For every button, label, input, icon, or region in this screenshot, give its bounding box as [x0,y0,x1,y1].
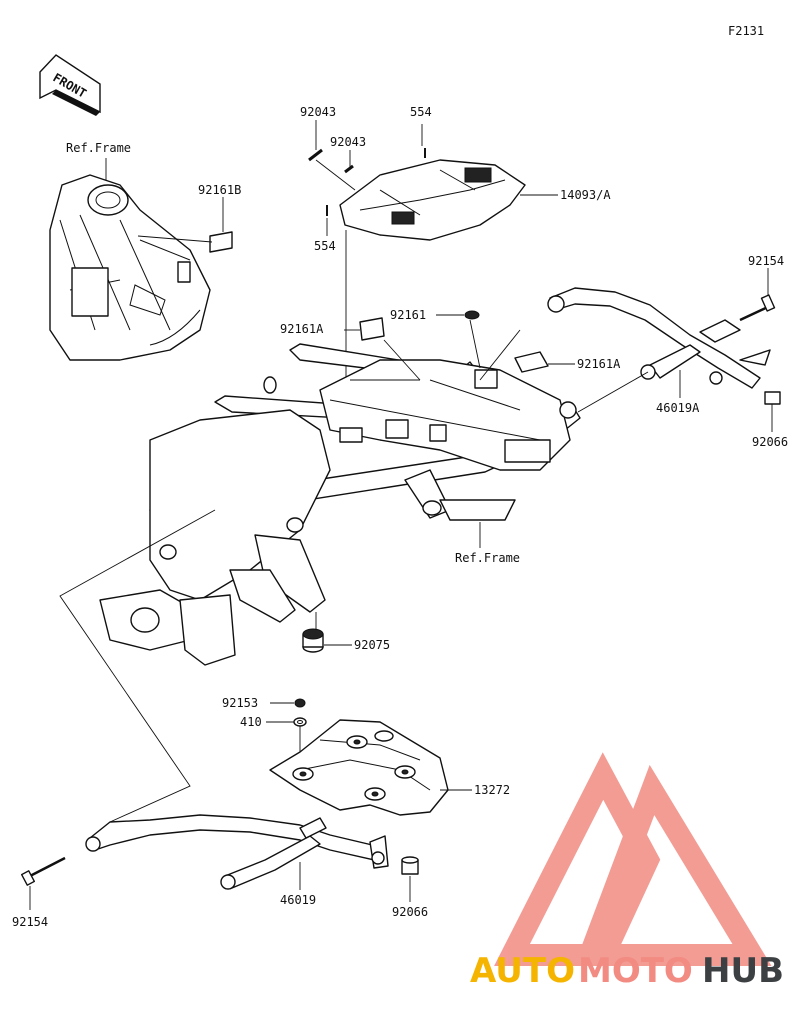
part-label-46019: 46019 [280,893,316,907]
part-46019A-subframe [547,287,771,389]
part-label-92075: 92075 [354,638,390,652]
watermark-part-hub: HUB [702,951,784,991]
part-46019-subframe [85,814,389,890]
part-92161A-right-pad [514,351,549,373]
part-label-92154-top: 92154 [748,254,784,268]
part-92075-damper [302,628,324,653]
part-label-13272: 13272 [474,783,510,797]
part-label-410: 410 [240,715,262,729]
automotohub-logo-icon [494,752,772,966]
part-label-92043-a: 92043 [300,105,336,119]
part-410-washer [293,717,307,727]
part-label-554-b: 554 [314,239,336,253]
part-label-92153: 92153 [222,696,258,710]
part-label-14093: 14093/A [560,188,611,202]
part-92161-clip [464,310,480,320]
part-label-92066-bottom: 92066 [392,905,428,919]
part-label-46019A: 46019A [656,401,700,415]
part-92043-bolt-b [344,164,354,174]
part-label-554-a: 554 [410,105,432,119]
ref-frame-bottom-label: Ref.Frame [455,551,520,565]
part-label-92161: 92161 [390,308,426,322]
front-arrow-icon: FRONT [39,54,101,116]
part-label-92161B: 92161B [198,183,241,197]
watermark-part-moto: MOTO [578,951,693,991]
part-92154-bolt-bottom [29,856,66,878]
part-92153-bolt [294,698,306,708]
part-92154-bolt-top [739,304,771,322]
part-label-92043-b: 92043 [330,135,366,149]
watermark-text: AUTO MOTO HUB [470,951,784,991]
figure-code: F2131 [728,24,764,38]
part-14093-cover [339,159,526,241]
part-92066-cap-top [764,391,781,405]
part-label-92154-bottom: 92154 [12,915,48,929]
main-frame [99,343,581,666]
watermark-part-auto: AUTO [470,951,575,991]
part-92043-bolt-a [308,148,323,162]
part-92161A-left-pad [359,317,385,341]
part-label-92161A-right: 92161A [577,357,621,371]
part-label-92066-top: 92066 [752,435,788,449]
part-13272-carrier [269,719,449,816]
ref-frame-top-label: Ref.Frame [66,141,131,155]
ref-frame-top-section [49,174,211,361]
part-92161B-pad [209,231,233,253]
part-label-92161A-left: 92161A [280,322,324,336]
